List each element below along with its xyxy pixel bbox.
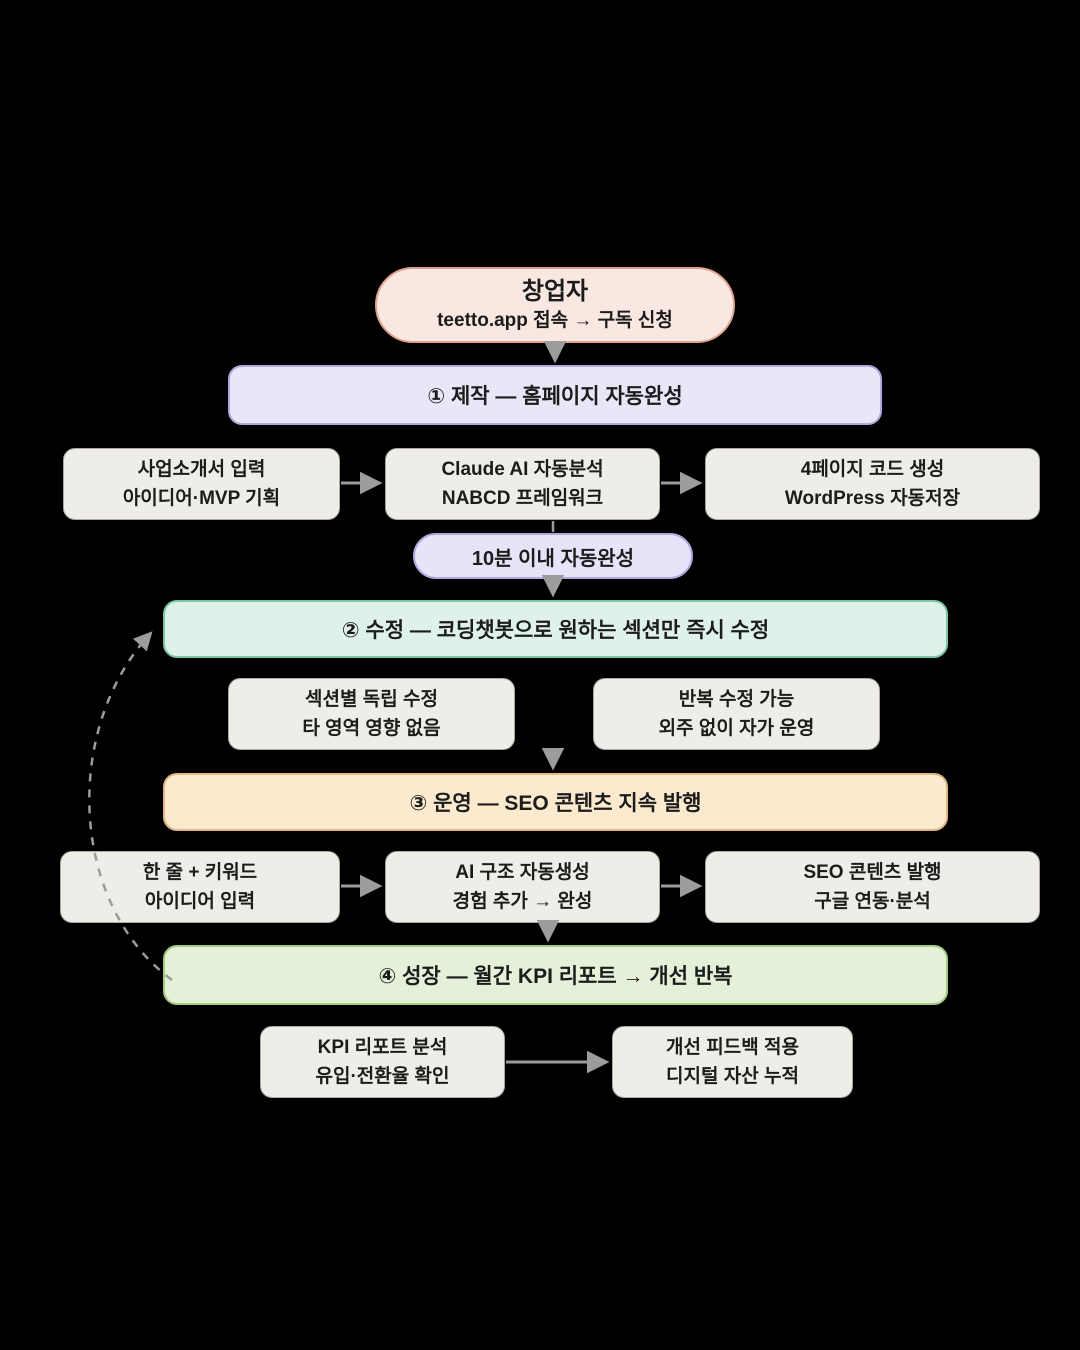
founder-subtitle: teetto.app 접속 → 구독 신청 <box>437 309 673 331</box>
item-feedback-apply: 개선 피드백 적용 디지털 자산 누적 <box>612 1026 853 1098</box>
item-line: SEO 콘텐츠 발행 <box>803 861 942 883</box>
item-claude-analysis: Claude AI 자동분석 NABCD 프레임워크 <box>385 448 660 520</box>
item-ai-structure: AI 구조 자동생성 경험 추가 → 완성 <box>385 851 660 923</box>
item-kpi-analysis: KPI 리포트 분석 유입·전환율 확인 <box>260 1026 505 1098</box>
item-seo-publish: SEO 콘텐츠 발행 구글 연동·분석 <box>705 851 1040 923</box>
item-line: WordPress 자동저장 <box>784 488 961 509</box>
stage2-banner: ② 수정 — 코딩챗봇으로 원하는 섹션만 즉시 수정 <box>163 600 948 658</box>
item-line: 반복 수정 가능 <box>678 688 795 710</box>
item-code-generation: 4페이지 코드 생성 WordPress 자동저장 <box>705 448 1040 520</box>
badge-ten-minutes: 10분 이내 자동완성 <box>413 533 693 579</box>
item-line: Claude AI 자동분석 <box>441 458 604 480</box>
dashed-feedback-loop <box>88 631 173 982</box>
item-business-intro: 사업소개서 입력 아이디어·MVP 기획 <box>63 448 340 520</box>
item-section-edit: 섹션별 독립 수정 타 영역 영향 없음 <box>228 678 515 750</box>
item-line: KPI 리포트 분석 <box>317 1036 448 1058</box>
item-line: 타 영역 영향 없음 <box>302 718 441 739</box>
item-line: 한 줄 + 키워드 <box>142 861 258 883</box>
item-line: 사업소개서 입력 <box>137 458 266 480</box>
item-line: NABCD 프레임워크 <box>441 488 604 509</box>
founder-title: 창업자 <box>521 278 589 306</box>
item-repeat-edit: 반복 수정 가능 외주 없이 자가 운영 <box>593 678 880 750</box>
item-line: 개선 피드백 적용 <box>666 1036 799 1058</box>
stage2-label: ② 수정 — 코딩챗봇으로 원하는 섹션만 즉시 수정 <box>341 619 770 642</box>
item-line: 아이디어·MVP 기획 <box>122 488 281 509</box>
item-line: 구글 연동·분석 <box>814 891 931 912</box>
item-line: AI 구조 자동생성 <box>455 861 590 883</box>
stage4-banner: ④ 성장 — 월간 KPI 리포트 → 개선 반복 <box>163 945 948 1005</box>
stage4-label: ④ 성장 — 월간 KPI 리포트 → 개선 반복 <box>378 965 733 988</box>
item-line: 아이디어 입력 <box>144 891 256 912</box>
stage3-label: ③ 운영 — SEO 콘텐츠 지속 발행 <box>409 792 702 815</box>
node-founder: 창업자 teetto.app 접속 → 구독 신청 <box>375 267 735 343</box>
item-line: 디지털 자산 누적 <box>666 1066 799 1087</box>
badge-label: 10분 이내 자동완성 <box>471 547 635 570</box>
item-line: 외주 없이 자가 운영 <box>658 718 815 739</box>
item-line: 섹션별 독립 수정 <box>305 688 438 710</box>
stage3-banner: ③ 운영 — SEO 콘텐츠 지속 발행 <box>163 773 948 831</box>
item-line: 4페이지 코드 생성 <box>800 458 945 480</box>
stage1-label: ① 제작 — 홈페이지 자동완성 <box>427 385 683 408</box>
item-keyword-input: 한 줄 + 키워드 아이디어 입력 <box>60 851 340 923</box>
item-line: 유입·전환율 확인 <box>315 1066 450 1087</box>
stage1-banner: ① 제작 — 홈페이지 자동완성 <box>228 365 882 425</box>
item-line: 경험 추가 → 완성 <box>452 891 593 912</box>
